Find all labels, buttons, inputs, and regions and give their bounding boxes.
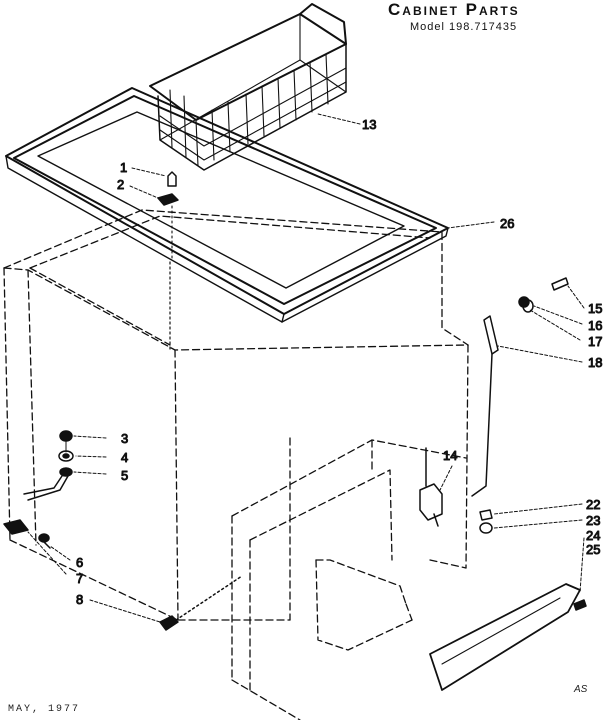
cover-screw-part-22 xyxy=(479,509,493,521)
drain-screw-part-6 xyxy=(38,533,51,549)
callout-2: 2 xyxy=(117,177,124,192)
callout-17: 17 xyxy=(588,334,602,349)
callout-22: 22 xyxy=(586,497,600,512)
wire-basket xyxy=(149,3,347,171)
hinge-screw-part-1 xyxy=(167,171,177,187)
callout-15: 15 xyxy=(588,301,602,316)
model-number: Model 198.717435 xyxy=(410,21,518,33)
lid-gasket-frame xyxy=(5,87,449,323)
hinge-screw-part-15 xyxy=(551,277,569,291)
hinge-rod-part-18 xyxy=(471,315,499,497)
callout-8: 8 xyxy=(76,592,83,607)
callout-18: 18 xyxy=(588,355,602,370)
panel-screw-part-25 xyxy=(573,599,587,611)
drain-tube-part-5 xyxy=(23,467,73,501)
callout-26: 26 xyxy=(500,216,514,231)
callout-13: 13 xyxy=(362,117,376,132)
callout-1: 1 xyxy=(120,160,127,175)
callout-3: 3 xyxy=(121,431,128,446)
cover-washer-part-23 xyxy=(479,522,493,534)
callout-25: 25 xyxy=(586,542,600,557)
callout-5: 5 xyxy=(121,468,128,483)
hinge-bracket-part-2 xyxy=(157,193,179,206)
hinge-bushing-part-17 xyxy=(518,296,530,308)
callout-leaders xyxy=(27,113,585,623)
callout-16: 16 xyxy=(588,318,602,333)
drawing-date: MAY, 1977 xyxy=(8,704,81,715)
callout-23: 23 xyxy=(586,513,600,528)
access-panel-part-24 xyxy=(429,583,581,691)
callout-7: 7 xyxy=(76,571,83,586)
drawing-code: AS xyxy=(574,684,588,695)
cover-bracket-part-14 xyxy=(419,447,443,527)
callout-14: 14 xyxy=(443,448,457,463)
plug-part-8 xyxy=(159,575,243,631)
callout-labels: 1 2 3 4 5 6 7 8 13 14 15 16 17 18 22 23 … xyxy=(76,117,603,608)
callout-4: 4 xyxy=(121,450,128,465)
cabinet-outline xyxy=(3,209,469,721)
callout-24: 24 xyxy=(586,528,600,543)
diagram-title: Cabinet Parts xyxy=(388,0,520,19)
drain-plug-part-7 xyxy=(3,519,29,535)
callout-6: 6 xyxy=(76,555,83,570)
